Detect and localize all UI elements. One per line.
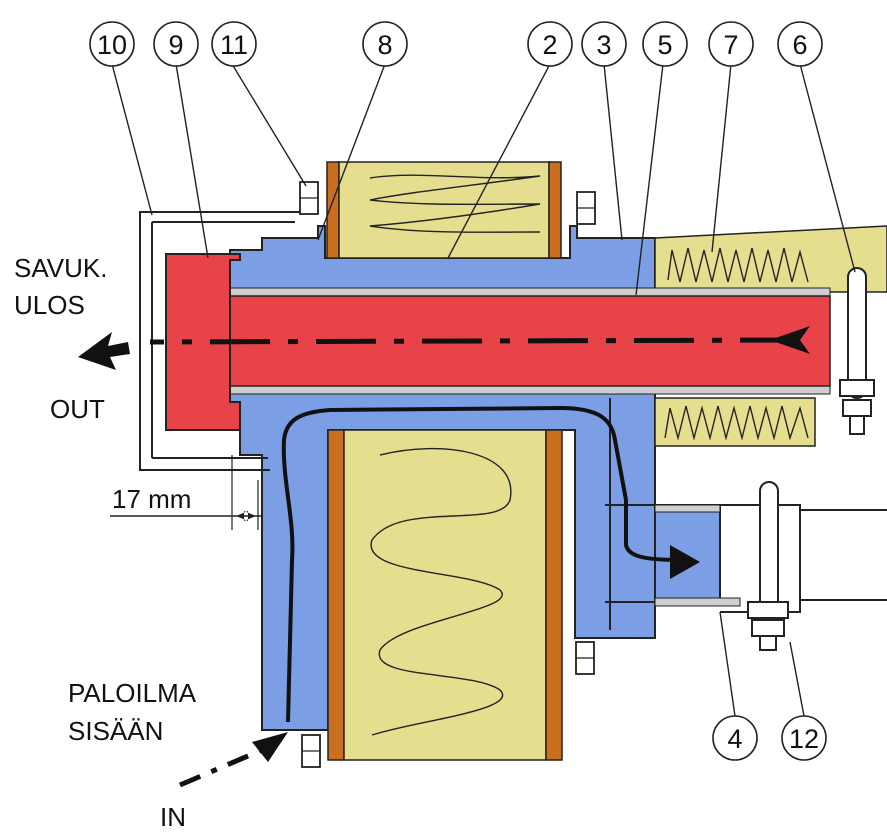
lower-insulation xyxy=(343,429,547,761)
svg-text:7: 7 xyxy=(723,30,738,60)
label-savuk: SAVUK. xyxy=(14,253,107,283)
bolt-11 xyxy=(299,181,319,215)
upper-casing-right xyxy=(548,161,562,259)
callout-7: 7 xyxy=(708,21,754,67)
upper-insulation-wave xyxy=(369,174,541,233)
lower-casing-right xyxy=(545,429,563,761)
svg-text:5: 5 xyxy=(657,30,672,60)
outer-pipe-wave-top xyxy=(667,247,809,283)
flue-pipe-corrugation-bottom xyxy=(229,385,831,395)
label-in: IN xyxy=(160,802,186,832)
flue-flow-arrowhead-right xyxy=(770,326,810,354)
air-in-arrowhead-icon xyxy=(252,732,288,762)
outer-pipe-insulation-bottom xyxy=(654,397,816,447)
clamp-12 xyxy=(747,481,789,651)
enclosure-inner-line xyxy=(152,221,295,459)
callout-5: 5 xyxy=(642,21,688,67)
lower-insulation-wave xyxy=(370,447,512,736)
svg-text:10: 10 xyxy=(97,30,127,60)
air-flow-path xyxy=(281,405,681,723)
svg-text:9: 9 xyxy=(168,30,183,60)
callout-9: 9 xyxy=(153,21,199,67)
lower-casing-left xyxy=(327,429,345,761)
svg-text:6: 6 xyxy=(792,30,807,60)
clamp-6 xyxy=(839,267,875,435)
svg-text:4: 4 xyxy=(727,724,742,754)
flue-pipe-corrugation-top xyxy=(229,287,831,297)
bolt-lower-left xyxy=(301,734,321,768)
outlet-corrugated xyxy=(654,504,741,607)
label-out: OUT xyxy=(50,394,105,424)
air-in-dash xyxy=(179,747,263,788)
callout-8: 8 xyxy=(362,21,408,67)
svg-text:2: 2 xyxy=(542,30,557,60)
svg-text:12: 12 xyxy=(789,724,819,754)
svg-text:3: 3 xyxy=(596,30,611,60)
label-sisaan: SISÄÄN xyxy=(68,716,163,746)
label-dimension: 17 mm xyxy=(112,484,191,514)
callout-12: 12 xyxy=(781,715,827,761)
flue-flow-line xyxy=(149,337,801,345)
outlet-pipe-outline xyxy=(720,504,887,613)
svg-text:11: 11 xyxy=(220,30,248,60)
flue-end-block xyxy=(165,253,241,431)
callout-11: 11 xyxy=(211,21,257,67)
bolt-lower-right xyxy=(575,641,595,675)
callout-2: 2 xyxy=(527,21,573,67)
callout-3: 3 xyxy=(581,21,627,67)
callout-leaders xyxy=(111,63,856,717)
air-flow-arrowhead-icon xyxy=(670,545,700,579)
label-ulos: ULOS xyxy=(14,290,85,320)
label-paloilma: PALOILMA xyxy=(68,678,197,708)
outer-pipe-wave-bottom xyxy=(664,405,809,441)
outlet-sleeve xyxy=(605,398,656,630)
callout-10: 10 xyxy=(89,21,135,67)
dim-arrow-icon xyxy=(236,511,256,521)
callout-6: 6 xyxy=(777,21,823,67)
flue-out-arrow-icon xyxy=(78,332,130,370)
svg-text:8: 8 xyxy=(377,30,392,60)
bolt-upper-right xyxy=(576,191,596,225)
callout-4: 4 xyxy=(712,715,758,761)
